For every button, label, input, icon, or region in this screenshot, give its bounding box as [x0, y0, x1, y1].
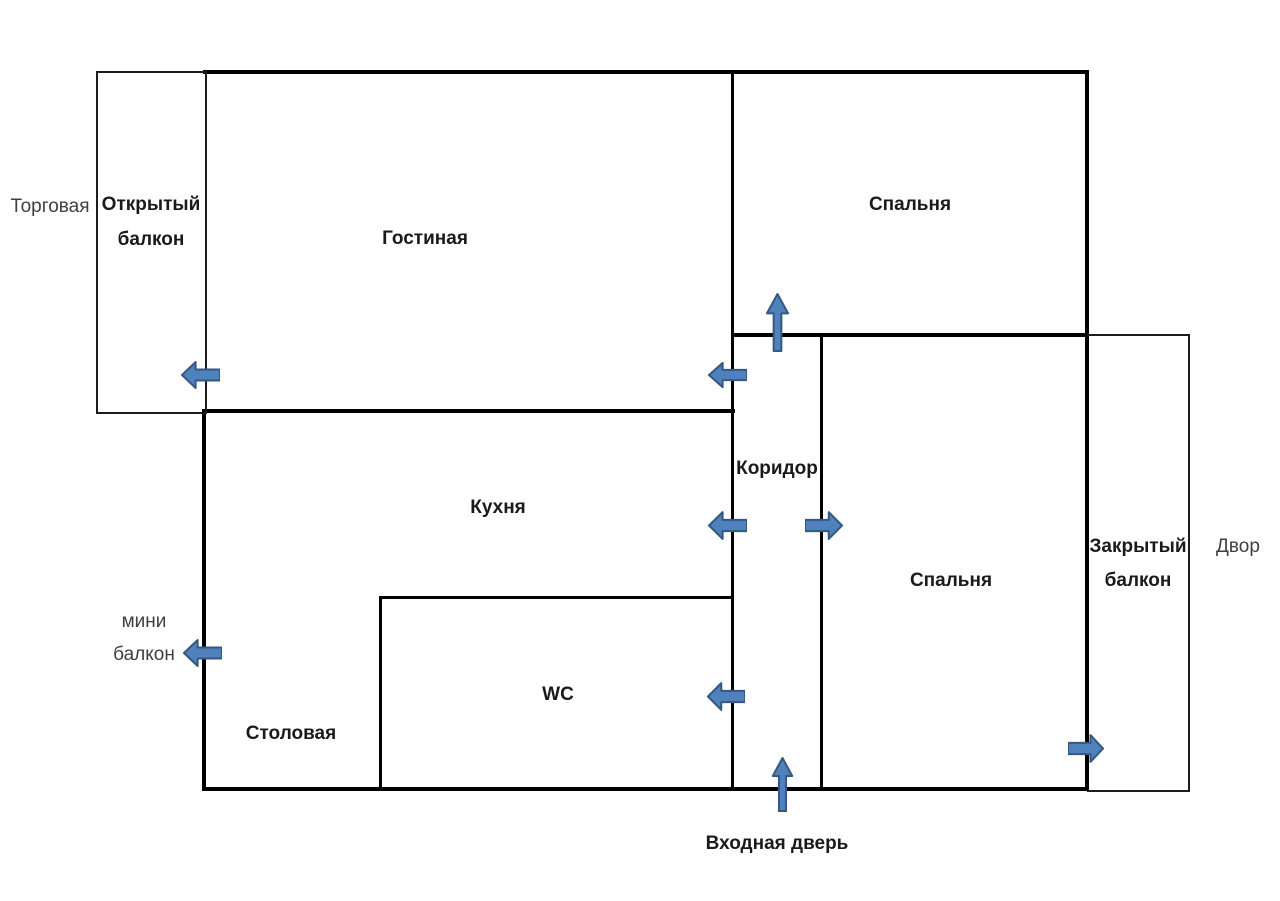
door-arrow-living-to-open-balcony-icon: [181, 360, 220, 390]
door-arrow-corridor-to-top-bedroom-icon: [765, 293, 790, 352]
wall-corridor-right: [820, 334, 823, 790]
wall-left-lower: [202, 409, 206, 791]
wall-top: [203, 70, 1089, 74]
wall-bedroom-top-bottom: [732, 333, 1087, 337]
kitchen-label: Кухня: [470, 497, 526, 518]
entrance-door-label: Входная дверь: [705, 833, 849, 854]
door-arrow-bedroom-to-closed-balcony-icon: [1068, 733, 1104, 764]
door-arrow-corridor-to-kitchen-icon: [708, 510, 747, 541]
wall-right: [1085, 70, 1089, 791]
open-balcony-label-line1: Открытый: [101, 194, 201, 215]
wc-label: WC: [542, 684, 574, 705]
bedroom-top-label: Спальня: [868, 194, 952, 215]
yard-right-label: Двор: [1216, 536, 1260, 557]
closed-balcony-right-line: [1188, 334, 1190, 792]
dining-room-label: Столовая: [245, 723, 337, 744]
wall-corridor-left: [731, 72, 734, 789]
wall-bottom: [202, 787, 1089, 791]
door-arrow-corridor-to-wc-icon: [707, 681, 745, 712]
bedroom-right-label: Спальня: [909, 570, 993, 591]
open-balcony-label-line2: балкон: [117, 229, 185, 250]
wall-kitchen-top: [203, 409, 735, 413]
mini-balcony-label-line1: мини: [121, 611, 167, 632]
closed-balcony-label-line2: балкон: [1104, 570, 1172, 591]
closed-balcony-bottom-line: [1087, 790, 1190, 792]
mini-balcony-label-line2: балкон: [113, 644, 175, 665]
closed-balcony-top-line: [1087, 334, 1190, 336]
door-arrow-dining-to-mini-balcony-icon: [183, 638, 222, 668]
corridor-label: Коридор: [736, 458, 818, 479]
living-room-label: Гостиная: [382, 228, 468, 249]
wall-wc-top: [379, 596, 734, 599]
open-balcony-outline: [96, 71, 207, 414]
closed-balcony-label-line1: Закрытый: [1089, 536, 1187, 557]
door-arrow-corridor-to-right-bedroom-icon: [805, 510, 843, 541]
entrance-door-arrow-icon: [771, 757, 794, 812]
wall-wc-left: [379, 596, 382, 789]
street-left-label: Торговая: [10, 196, 90, 217]
door-arrow-corridor-to-living-icon: [708, 361, 747, 389]
